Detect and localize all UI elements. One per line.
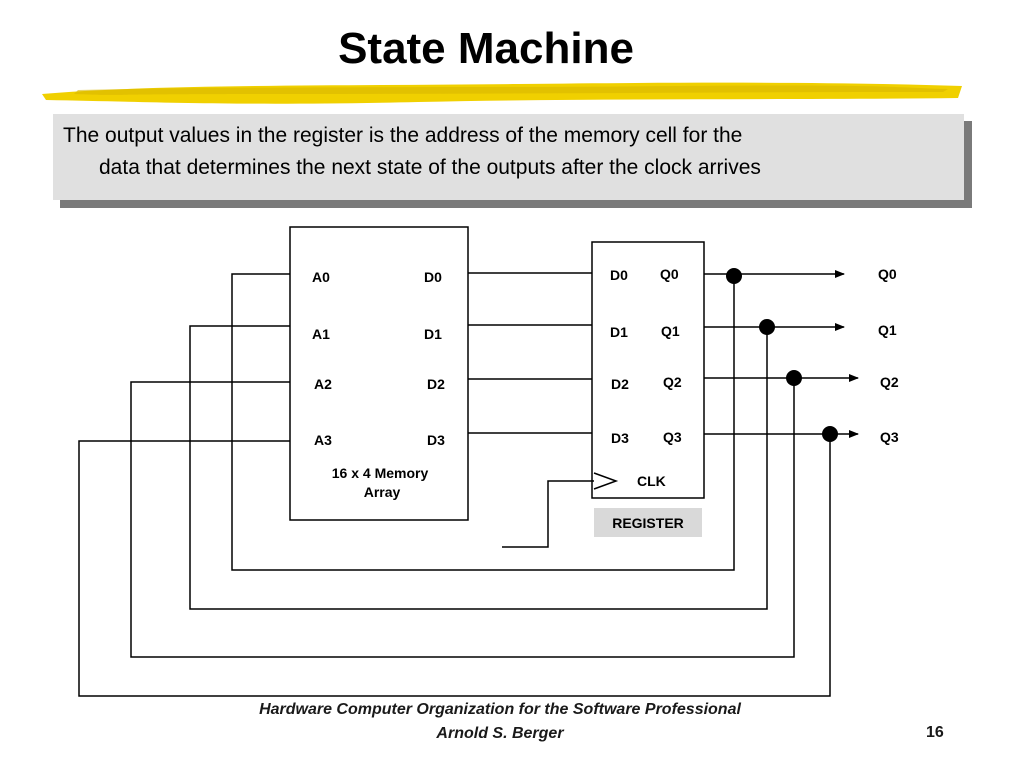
highlighter-stroke — [42, 82, 962, 104]
register-clock-label: CLK — [637, 473, 666, 489]
clock-wire — [502, 480, 594, 548]
register-pin-q0: Q0 — [660, 266, 679, 282]
footer-citation: Hardware Computer Organization for the S… — [150, 698, 850, 746]
description-line-1: The output values in the register is the… — [63, 124, 743, 147]
register-pin-q3: Q3 — [663, 429, 682, 445]
description-textbox: The output values in the register is the… — [53, 114, 964, 200]
register-pin-d1: D1 — [610, 324, 628, 340]
register-label: REGISTER — [612, 515, 684, 531]
memory-pin-a3: A3 — [314, 432, 332, 448]
register-pin-d0: D0 — [610, 267, 628, 283]
output-label-q0: Q0 — [878, 266, 897, 282]
footer-book-title: Hardware Computer Organization for the S… — [259, 701, 741, 718]
memory-pin-a2: A2 — [314, 376, 332, 392]
page-number: 16 — [926, 724, 944, 741]
register-pin-d2: D2 — [611, 376, 629, 392]
memory-pin-d3: D3 — [427, 432, 445, 448]
memory-pin-a0: A0 — [312, 269, 330, 285]
output-label-q3: Q3 — [880, 429, 899, 445]
description-line-2: data that determines the next state of t… — [99, 156, 761, 179]
slide-title: State Machine — [338, 24, 634, 73]
output-label-q1: Q1 — [878, 322, 897, 338]
output-label-q2: Q2 — [880, 374, 899, 390]
memory-pin-a1: A1 — [312, 326, 330, 342]
feedback-wire-q2-a2 — [130, 378, 795, 658]
footer-author: Arnold S. Berger — [436, 725, 564, 742]
feedback-wire-q3-a3 — [78, 434, 831, 697]
register-pin-q1: Q1 — [661, 323, 680, 339]
register-block — [591, 241, 705, 499]
memory-array-block — [289, 226, 469, 521]
feedback-wire-q0-a0 — [231, 273, 735, 571]
memory-pin-d0: D0 — [424, 269, 442, 285]
memory-caption-line-1: 16 x 4 Memory — [332, 465, 429, 481]
feedback-wire-q1-a1 — [189, 325, 768, 610]
memory-caption-line-2: Array — [364, 484, 401, 500]
register-pin-q2: Q2 — [663, 374, 682, 390]
register-pin-d3: D3 — [611, 430, 629, 446]
memory-pin-d1: D1 — [424, 326, 442, 342]
clock-input-triangle — [593, 472, 619, 490]
memory-pin-d2: D2 — [427, 376, 445, 392]
register-label-box — [594, 508, 702, 537]
